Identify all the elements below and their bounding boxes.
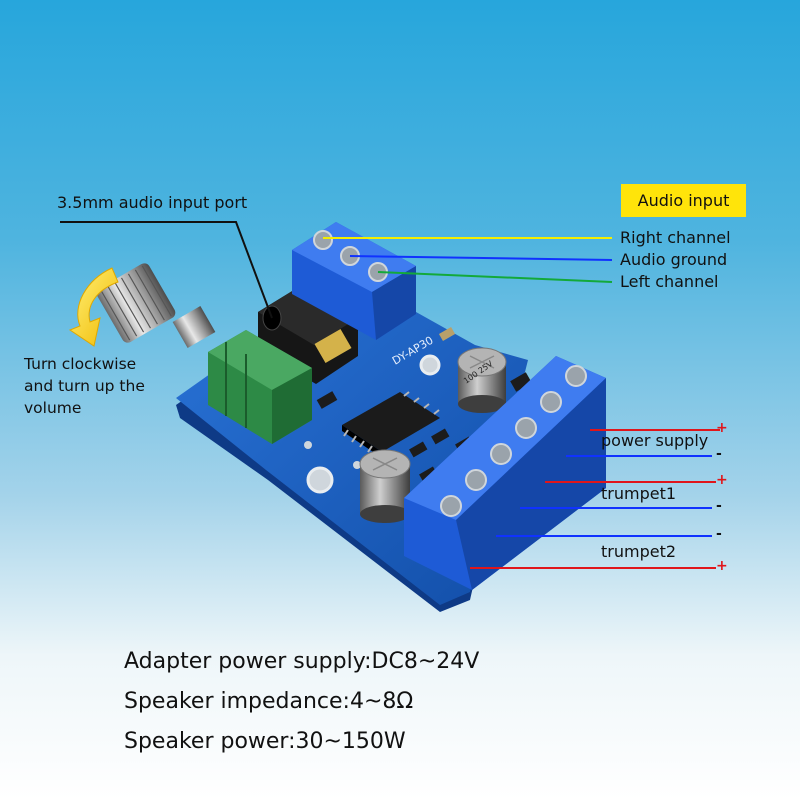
potentiometer — [96, 263, 312, 444]
spec-power: Speaker power:30~150W — [124, 729, 406, 754]
plus-sign: + — [716, 558, 728, 574]
power-supply-label: power supply — [601, 431, 709, 450]
spec-power-supply: Adapter power supply:DC8~24V — [124, 649, 480, 674]
capacitor-top: 100 25V — [457, 347, 507, 413]
audio-input-badge: Audio input — [621, 184, 746, 217]
right-channel-label: Right channel — [620, 228, 731, 247]
minus-sign: - — [716, 446, 722, 462]
callout-audio-port — [60, 221, 273, 319]
audio-ground-label: Audio ground — [620, 250, 728, 269]
mounting-hole — [306, 466, 334, 494]
capacitor-bottom — [359, 449, 411, 523]
minus-sign: - — [716, 526, 722, 542]
mounting-hole — [419, 354, 441, 376]
spec-impedance: Speaker impedance:4~8Ω — [124, 689, 414, 714]
left-channel-label: Left channel — [620, 272, 719, 291]
minus-sign: - — [716, 498, 722, 514]
amplifier-chip — [342, 391, 440, 458]
plus-sign: + — [716, 472, 728, 488]
spec-list: Adapter power supply:DC8~24V Speaker imp… — [124, 642, 479, 762]
volume-instruction-line: Turn clockwise — [24, 355, 137, 373]
terminal-block-output — [404, 356, 606, 590]
volume-instruction-line: and turn up the — [24, 377, 145, 395]
clockwise-arrow-icon — [68, 267, 119, 347]
callout-lines — [60, 221, 720, 569]
callout-audio-ground — [349, 255, 613, 261]
volume-instruction-line: volume — [24, 399, 82, 417]
trumpet2-label: trumpet2 — [601, 542, 677, 561]
callout-left-channel — [377, 271, 613, 283]
volume-instruction: Turn clockwise and turn up the volume — [24, 353, 145, 419]
plus-sign: + — [716, 420, 728, 436]
smd-components — [316, 327, 532, 483]
audio-port-label: 3.5mm audio input port — [57, 193, 248, 212]
trumpet1-label: trumpet1 — [601, 484, 677, 503]
